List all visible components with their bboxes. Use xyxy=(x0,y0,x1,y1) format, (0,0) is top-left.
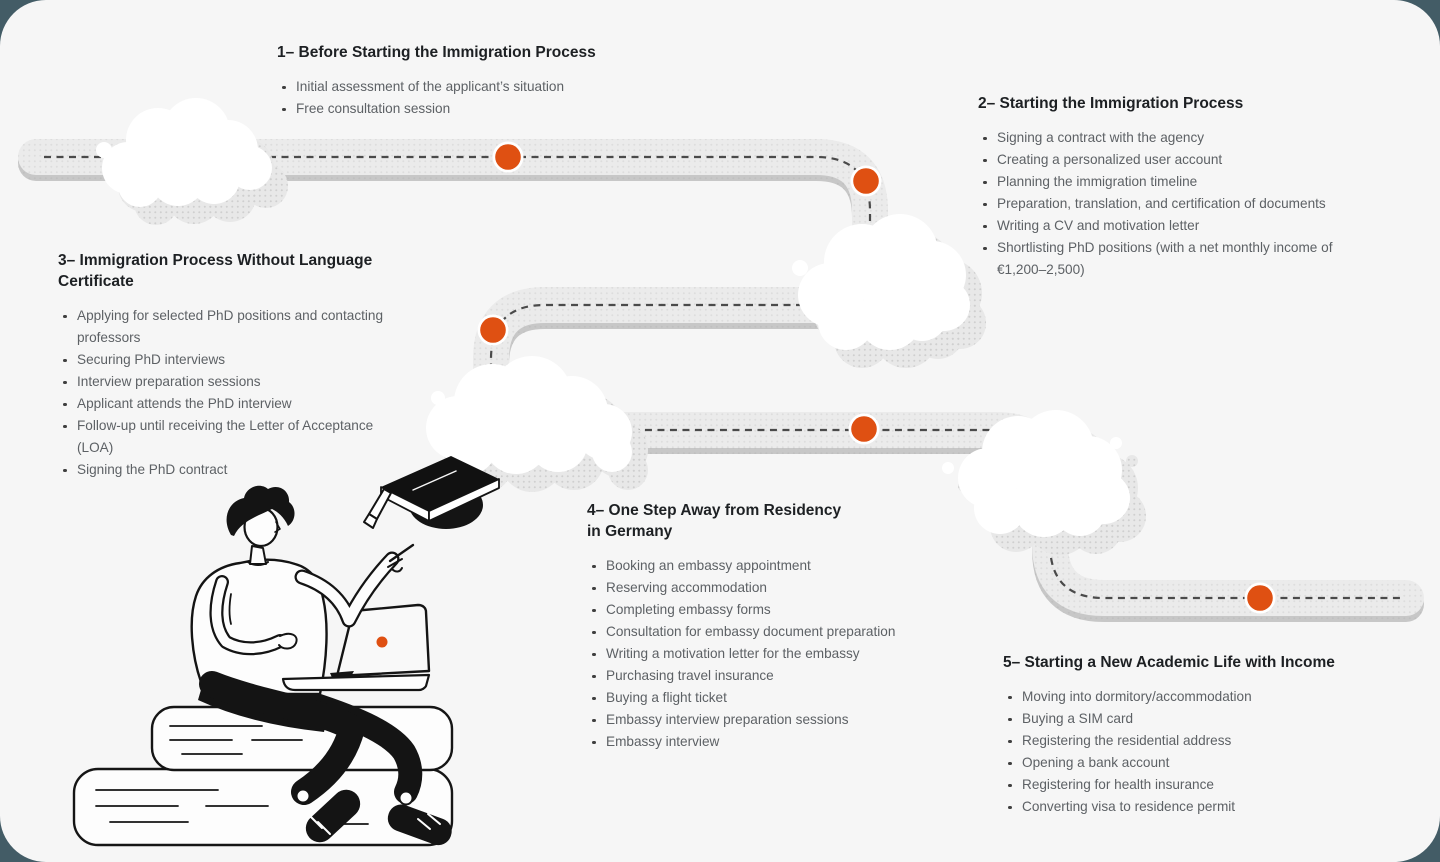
list-item: Free consultation session xyxy=(277,98,607,120)
student-illustration xyxy=(72,456,500,847)
section-items: Applying for selected PhD positions and … xyxy=(58,305,408,481)
section-title: 3– Immigration Process Without Language … xyxy=(58,252,373,290)
milestone-dot xyxy=(480,317,506,343)
section-title: 2– Starting the Immigration Process xyxy=(978,95,1244,112)
list-item: Reserving accommodation xyxy=(587,577,921,599)
list-item: Shortlisting PhD positions (with a net m… xyxy=(978,237,1356,281)
list-item: Booking an embassy appointment xyxy=(587,555,921,577)
list-item: Moving into dormitory/accommodation xyxy=(1003,686,1353,708)
list-item: Buying a SIM card xyxy=(1003,708,1353,730)
list-item: Opening a bank account xyxy=(1003,752,1353,774)
section-title: 5– Starting a New Academic Life with Inc… xyxy=(1003,654,1335,671)
list-item: Signing the PhD contract xyxy=(58,459,408,481)
list-item: Creating a personalized user account xyxy=(978,149,1356,171)
list-item: Initial assessment of the applicant’s si… xyxy=(277,76,607,98)
list-item: Interview preparation sessions xyxy=(58,371,408,393)
laptop-icon xyxy=(281,603,431,692)
section-step-1: 1– Before Starting the Immigration Proce… xyxy=(277,42,607,120)
list-item: Planning the immigration timeline xyxy=(978,171,1356,193)
section-items: Initial assessment of the applicant’s si… xyxy=(277,76,607,120)
milestone-dot xyxy=(853,168,879,194)
list-item: Embassy interview preparation sessions xyxy=(587,709,921,731)
list-item: Registering the residential address xyxy=(1003,730,1353,752)
milestones xyxy=(477,141,1276,614)
list-item: Purchasing travel insurance xyxy=(587,665,921,687)
list-item: Completing embassy forms xyxy=(587,599,921,621)
section-items: Signing a contract with the agency Creat… xyxy=(978,127,1356,281)
list-item: Consultation for embassy document prepar… xyxy=(587,621,921,643)
milestone-dot xyxy=(851,416,877,442)
list-item: Follow-up until receiving the Letter of … xyxy=(58,415,408,459)
section-step-2: 2– Starting the Immigration Process Sign… xyxy=(978,93,1356,281)
list-item: Writing a CV and motivation letter xyxy=(978,215,1356,237)
list-item: Buying a flight ticket xyxy=(587,687,921,709)
list-item: Writing a motivation letter for the emba… xyxy=(587,643,921,665)
milestone-dot xyxy=(495,144,521,170)
section-step-3: 3– Immigration Process Without Language … xyxy=(58,250,408,481)
section-items: Booking an embassy appointment Reserving… xyxy=(587,555,921,753)
cloud-icon xyxy=(792,214,986,368)
cloud-icon xyxy=(96,98,288,225)
section-step-5: 5– Starting a New Academic Life with Inc… xyxy=(1003,652,1353,818)
laptop-logo-dot xyxy=(376,636,388,648)
section-step-4: 4– One Step Away from Residency in Germa… xyxy=(587,500,921,753)
list-item: Applying for selected PhD positions and … xyxy=(58,305,408,349)
graduation-cap-icon xyxy=(363,456,500,529)
section-title: 1– Before Starting the Immigration Proce… xyxy=(277,44,596,61)
section-items: Moving into dormitory/accommodation Buyi… xyxy=(1003,686,1353,818)
list-item: Registering for health insurance xyxy=(1003,774,1353,796)
milestone-dot xyxy=(1247,585,1273,611)
list-item: Signing a contract with the agency xyxy=(978,127,1356,149)
list-item: Preparation, translation, and certificat… xyxy=(978,193,1356,215)
list-item: Applicant attends the PhD interview xyxy=(58,393,408,415)
section-title: 4– One Step Away from Residency in Germa… xyxy=(587,502,842,540)
list-item: Securing PhD interviews xyxy=(58,349,408,371)
list-item: Embassy interview xyxy=(587,731,921,753)
list-item: Converting visa to residence permit xyxy=(1003,796,1353,818)
